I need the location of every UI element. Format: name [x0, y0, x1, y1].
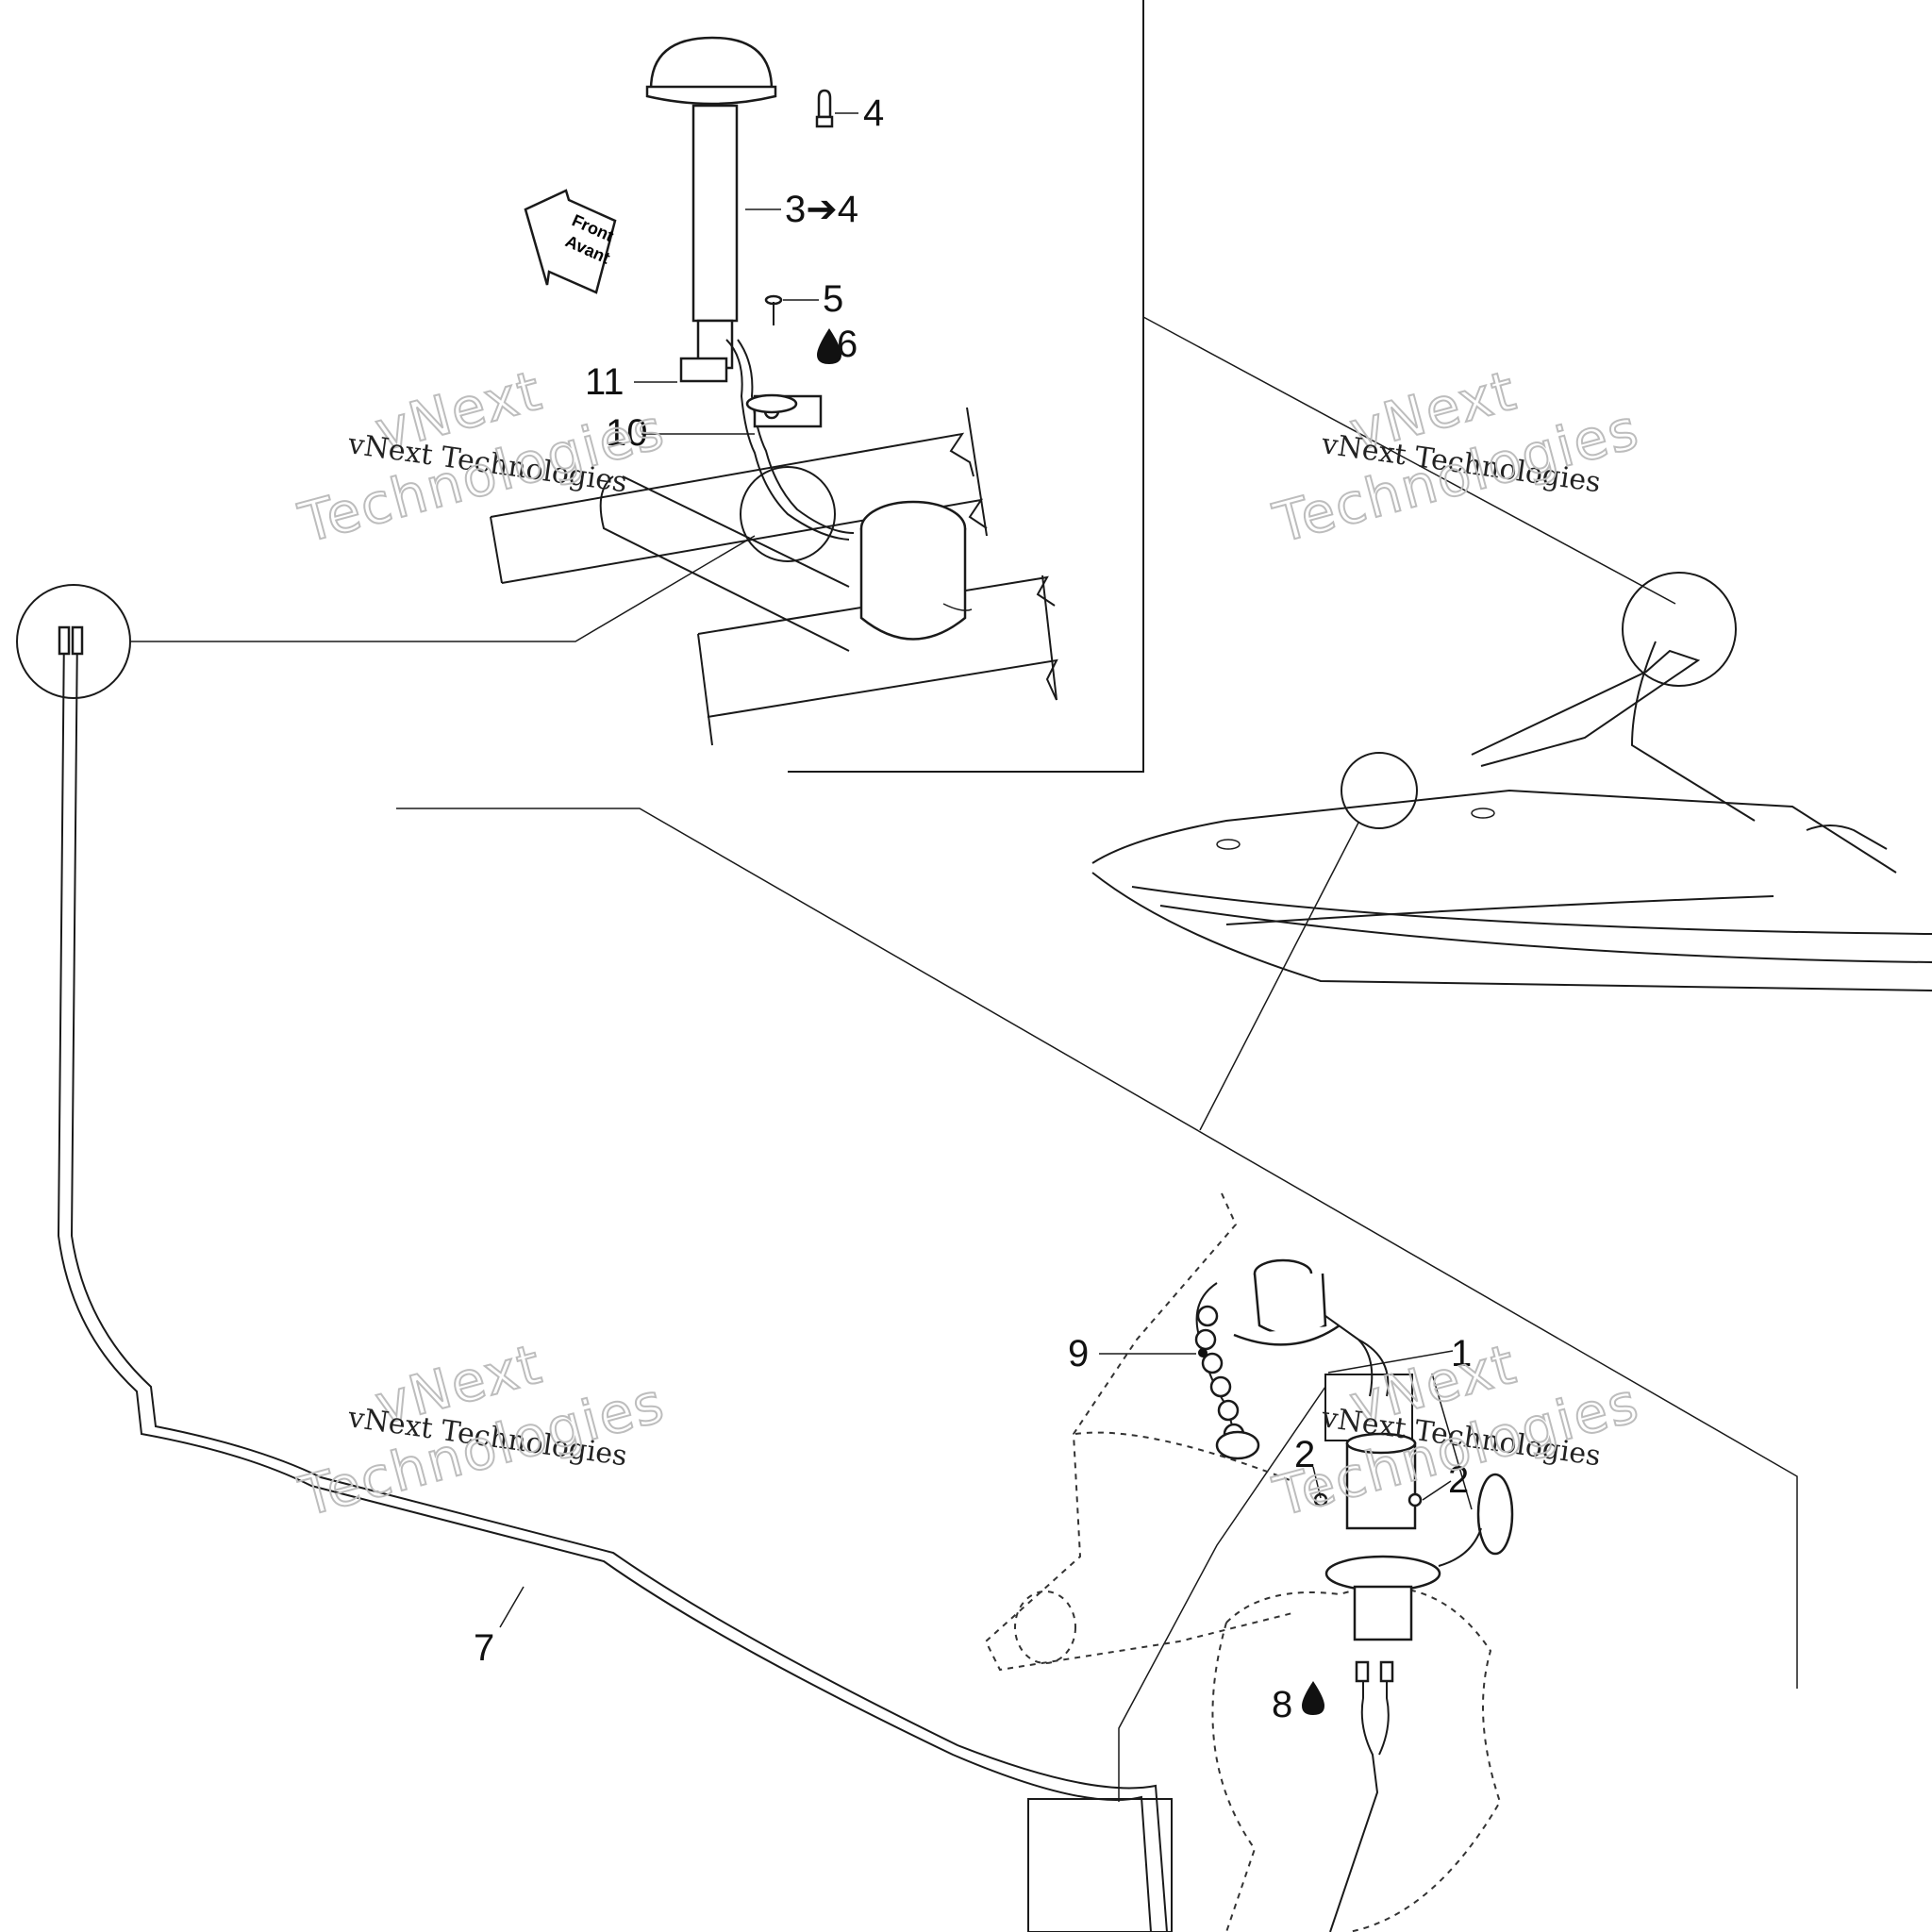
callout-7: 7 — [474, 1627, 494, 1669]
watermark-top-right: vNext vNext Technologies Technologies — [1266, 357, 1647, 556]
wiring-harness — [57, 625, 1168, 1932]
callout-5: 5 — [823, 278, 843, 320]
callout-4: 4 — [863, 92, 884, 134]
detail-frame — [788, 0, 1144, 773]
callout-2-right: 2 — [1448, 1459, 1469, 1501]
bulb-icon — [815, 89, 834, 128]
callouts: 4 3➔4 5 6 11 10 9 1 2 2 8 7 — [474, 92, 1472, 1725]
sealant-drop-icon-8 — [1302, 1681, 1324, 1715]
callout-8: 8 — [1272, 1684, 1292, 1725]
detail-circles — [16, 466, 1737, 829]
callout-10: 10 — [606, 412, 648, 454]
dashed-outlines — [984, 1192, 1502, 1932]
screw-icon — [764, 294, 783, 325]
front-direction-arrow: Front Avant — [524, 189, 617, 294]
boat-hull — [1091, 641, 1932, 991]
callout-2-left: 2 — [1294, 1434, 1315, 1475]
callout-11: 11 — [585, 361, 625, 403]
callout-1: 1 — [1451, 1333, 1472, 1374]
sealant-drop-icon — [817, 328, 841, 364]
watermark-bottom-left: vNext vNext Technologies Technologies — [291, 1330, 673, 1529]
deck-surface — [490, 407, 1058, 746]
leader-lines — [130, 316, 1798, 1802]
callout-9: 9 — [1068, 1333, 1089, 1374]
callout-3-to-4: 3➔4 — [785, 189, 858, 230]
coiled-cord — [1194, 1282, 1260, 1460]
callout-leaders — [499, 112, 1473, 1628]
socket-assembly — [1233, 1258, 1514, 1932]
mast-light — [645, 36, 855, 541]
callout-6: 6 — [837, 324, 858, 365]
